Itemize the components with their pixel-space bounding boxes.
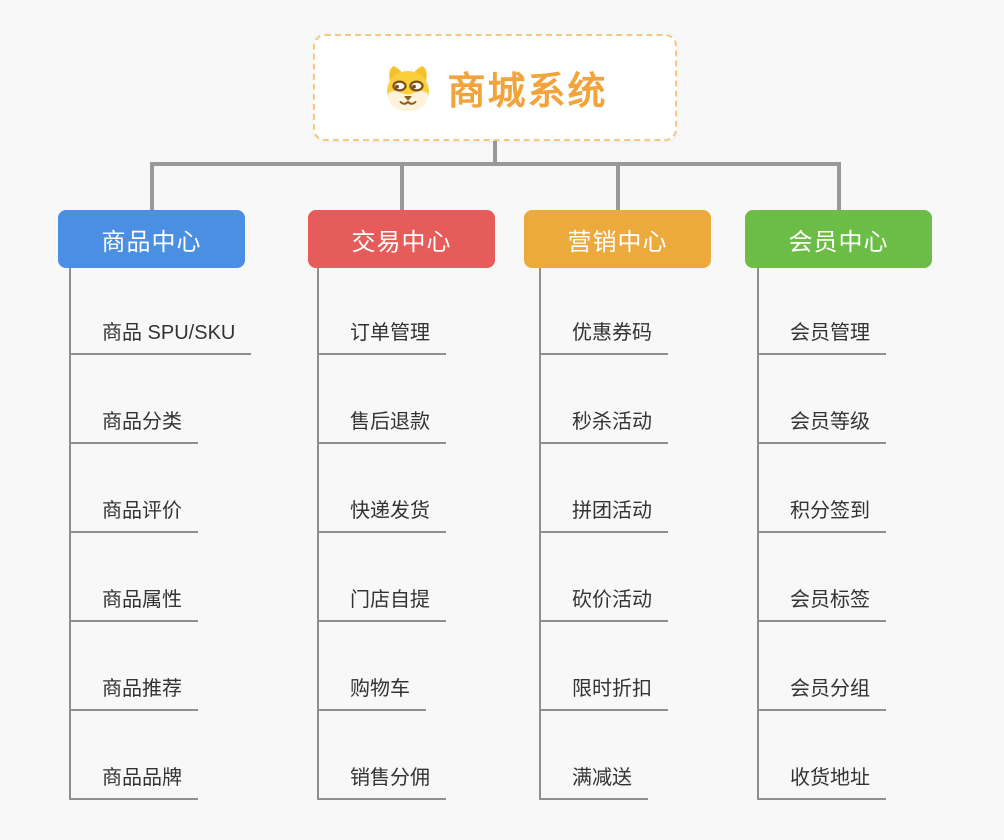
- branch-node-member-center[interactable]: 会员中心: [745, 210, 932, 268]
- leaf-shipping-address[interactable]: 收货地址: [757, 760, 886, 800]
- leaf-member-level[interactable]: 会员等级: [757, 404, 886, 444]
- leaf-product-attribute[interactable]: 商品属性: [69, 582, 198, 622]
- leaf-points-checkin[interactable]: 积分签到: [757, 493, 886, 533]
- leaf-after-sale-refund[interactable]: 售后退款: [317, 404, 446, 444]
- connector-drop-trade: [400, 165, 404, 210]
- leaf-product-category[interactable]: 商品分类: [69, 404, 198, 444]
- root-node[interactable]: 商城系统: [313, 34, 677, 141]
- leaf-coupon-code[interactable]: 优惠券码: [539, 315, 668, 355]
- leaf-order-management[interactable]: 订单管理: [317, 315, 446, 355]
- branch-node-product-center[interactable]: 商品中心: [58, 210, 245, 268]
- leaf-group-buy[interactable]: 拼团活动: [539, 493, 668, 533]
- leaf-store-pickup[interactable]: 门店自提: [317, 582, 446, 622]
- branch-trunk-trade: [317, 268, 319, 800]
- leaf-full-reduction[interactable]: 满减送: [539, 760, 648, 800]
- branch-node-trade-center[interactable]: 交易中心: [308, 210, 495, 268]
- leaf-product-brand[interactable]: 商品品牌: [69, 760, 198, 800]
- leaf-member-tag[interactable]: 会员标签: [757, 582, 886, 622]
- leaf-member-management[interactable]: 会员管理: [757, 315, 886, 355]
- leaf-shopping-cart[interactable]: 购物车: [317, 671, 426, 711]
- leaf-limited-discount[interactable]: 限时折扣: [539, 671, 668, 711]
- branch-trunk-member: [757, 268, 759, 800]
- branch-trunk-marketing: [539, 268, 541, 800]
- branch-trunk-product: [69, 268, 71, 800]
- connector-drop-marketing: [616, 165, 620, 210]
- leaf-express-delivery[interactable]: 快递发货: [317, 493, 446, 533]
- leaf-bargain-activity[interactable]: 砍价活动: [539, 582, 668, 622]
- connector-drop-member: [837, 165, 841, 210]
- root-title: 商城系统: [447, 71, 608, 113]
- shiba-dog-icon: [382, 63, 434, 113]
- leaf-member-group[interactable]: 会员分组: [757, 671, 886, 711]
- leaf-product-review[interactable]: 商品评价: [69, 493, 198, 533]
- leaf-sales-commission[interactable]: 销售分佣: [317, 760, 446, 800]
- connector-root-vertical: [493, 140, 497, 164]
- connector-drop-product: [150, 165, 154, 210]
- leaf-flash-sale[interactable]: 秒杀活动: [539, 404, 668, 444]
- connector-horizontal-bus: [150, 162, 841, 166]
- leaf-product-spu-sku[interactable]: 商品 SPU/SKU: [69, 315, 252, 355]
- leaf-product-recommend[interactable]: 商品推荐: [69, 671, 198, 711]
- branch-node-marketing-center[interactable]: 营销中心: [524, 210, 711, 268]
